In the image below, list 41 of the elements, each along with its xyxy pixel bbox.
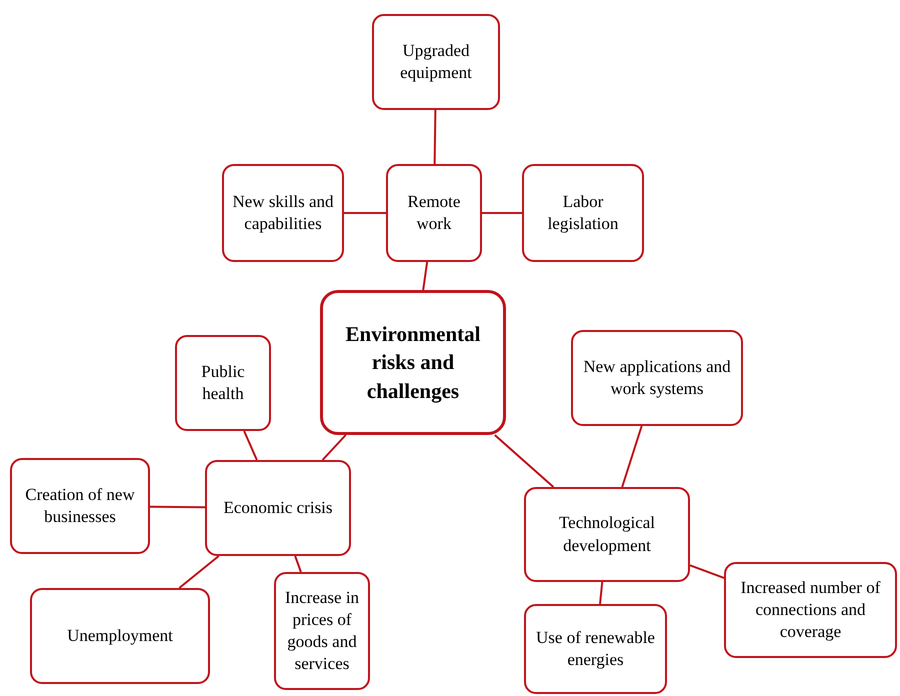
node-text: Public health xyxy=(200,360,246,405)
node-text: New skills and capabilities xyxy=(231,190,335,235)
node-text: Environmental risks and challenges xyxy=(344,320,482,405)
connector-line xyxy=(482,212,522,214)
topic-box xyxy=(10,458,150,554)
node-text: Unemployment xyxy=(67,624,173,647)
topic-box xyxy=(30,588,210,684)
node-text: New applications and work systems xyxy=(582,356,732,400)
connector-line xyxy=(344,212,386,214)
connector-line xyxy=(690,564,724,579)
node-text: Increased number of connections and coverage xyxy=(740,576,882,644)
connector-line xyxy=(294,556,302,572)
topic-box xyxy=(724,562,897,658)
topic-box xyxy=(524,487,690,582)
central-topic-box xyxy=(320,290,506,435)
connector-line xyxy=(621,426,643,488)
connector-line xyxy=(322,434,346,461)
node-text: Remote work xyxy=(406,190,462,235)
connector-line xyxy=(434,110,436,164)
topic-box xyxy=(222,164,344,262)
connector-line xyxy=(599,582,604,604)
topic-box xyxy=(571,330,743,426)
connector-line xyxy=(422,262,428,290)
connector-line xyxy=(494,434,554,488)
node-text: Labor legislation xyxy=(546,190,620,235)
node-text: Increase in prices of goods and services xyxy=(284,586,360,676)
node-text: Upgraded equipment xyxy=(399,40,473,84)
node-text: Creation of new businesses xyxy=(24,484,136,528)
connector-line xyxy=(150,506,206,508)
topic-box xyxy=(386,164,482,262)
topic-box xyxy=(274,572,370,690)
topic-box xyxy=(175,335,271,431)
node-text: Economic crisis xyxy=(223,496,333,519)
topic-box xyxy=(205,460,351,556)
connector-line xyxy=(243,430,258,460)
node-text: Technological development xyxy=(558,512,656,557)
topic-box xyxy=(372,14,500,110)
connector-line xyxy=(178,555,220,589)
node-text: Use of renewable energies xyxy=(535,626,656,671)
topic-box xyxy=(524,604,667,694)
topic-box xyxy=(522,164,644,262)
